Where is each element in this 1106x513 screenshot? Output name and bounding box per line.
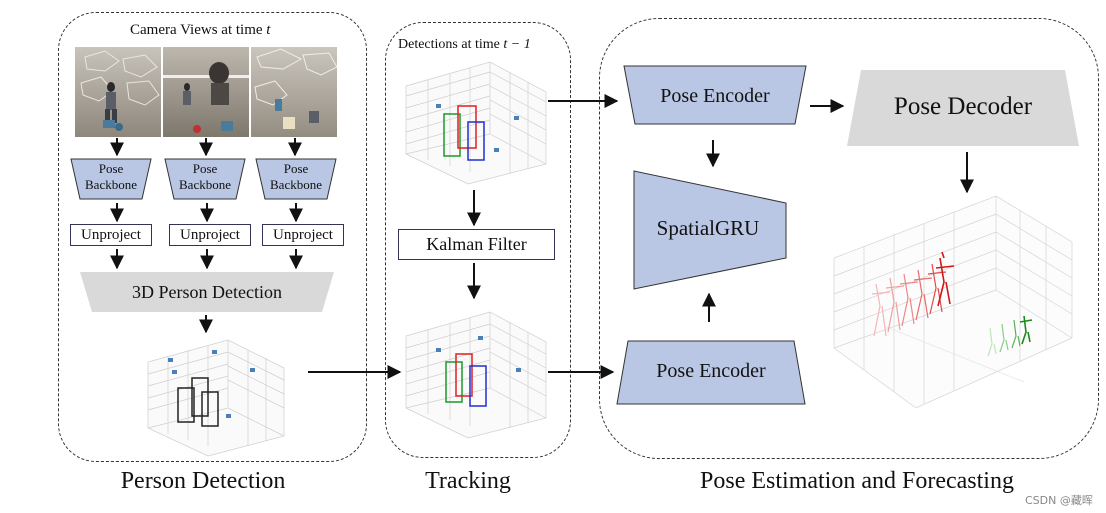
pose-encoder-bottom: Pose Encoder	[616, 340, 806, 405]
pose-backbone-2-line1: Pose	[192, 161, 218, 176]
pose-encoder-top-label: Pose Encoder	[660, 85, 770, 107]
camera-view-2	[163, 47, 249, 137]
spatial-gru-block: SpatialGRU	[633, 170, 787, 290]
detections-caption: Detections at time t − 1	[398, 37, 531, 52]
unproject-box-3: Unproject	[262, 224, 344, 246]
forecast-3d-plot	[833, 195, 1073, 409]
pose-backbone-1-line2: Backbone	[85, 177, 137, 192]
3d-person-detection-shape	[80, 272, 334, 312]
camera-view-2-scene	[163, 62, 249, 133]
person-detection-panel	[58, 12, 367, 462]
pose-decoder-block: Pose Decoder	[847, 70, 1079, 146]
forecast-green-trajectory	[987, 315, 1033, 357]
pose-decoder-label: Pose Decoder	[893, 93, 1033, 120]
tracking-title: Tracking	[425, 468, 511, 494]
pose-backbone-2-shape	[164, 158, 246, 200]
camera-views-caption: Camera Views at time t	[130, 22, 271, 38]
camera-view-3	[251, 47, 337, 137]
forecasting-panel	[599, 18, 1099, 459]
pose-decoder-shape	[847, 70, 1079, 146]
detection-3d-plot	[147, 339, 285, 457]
pose-backbone-3: Pose Backbone	[255, 158, 337, 200]
camera-view-1	[75, 47, 161, 137]
3d-person-detection-label: 3D Person Detection	[132, 282, 282, 302]
tracking-3d-plot	[405, 311, 547, 439]
tracking-panel	[385, 22, 571, 458]
person-detection-title: Person Detection	[120, 468, 286, 494]
pose-backbone-3-line2: Backbone	[270, 177, 322, 192]
pose-backbone-1-shape	[70, 158, 152, 200]
pose-backbone-1: Pose Backbone	[70, 158, 152, 200]
kalman-filter-box: Kalman Filter	[398, 229, 555, 260]
pose-encoder-top-shape	[623, 65, 807, 125]
pose-backbone-3-shape	[255, 158, 337, 200]
pose-encoder-top: Pose Encoder	[623, 65, 807, 125]
detections-3d-plot	[405, 61, 547, 185]
watermark: CSDN @藏晖	[1025, 494, 1093, 507]
pose-backbone-1-line1: Pose	[98, 161, 124, 176]
forecasting-title: Pose Estimation and Forecasting	[700, 468, 1014, 494]
unproject-box-1: Unproject	[70, 224, 152, 246]
camera-view-3-scene	[254, 48, 337, 129]
pose-encoder-bottom-label: Pose Encoder	[656, 360, 766, 382]
pose-backbone-2-line2: Backbone	[179, 177, 231, 192]
3d-person-detection-block: 3D Person Detection	[80, 272, 334, 312]
pose-encoder-bottom-shape	[616, 340, 806, 405]
pose-backbone-3-line1: Pose	[283, 161, 309, 176]
spatial-gru-shape	[633, 170, 787, 290]
unproject-box-2: Unproject	[169, 224, 251, 246]
forecast-red-trajectory	[871, 251, 955, 337]
spatial-gru-label: SpatialGRU	[656, 216, 760, 240]
camera-view-1-scene	[80, 50, 160, 131]
pose-backbone-2: Pose Backbone	[164, 158, 246, 200]
